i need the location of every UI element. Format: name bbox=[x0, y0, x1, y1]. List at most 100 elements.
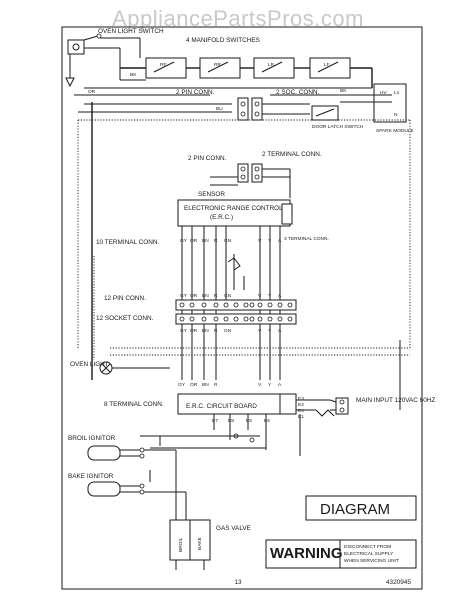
erc-circuit-board-label: E.R.C. CIRCUIT BOARD bbox=[186, 403, 257, 410]
gas-valve-label: GAS VALVE bbox=[216, 525, 251, 532]
svg-text:E1: E1 bbox=[298, 414, 304, 420]
svg-text:GY: GY bbox=[180, 293, 188, 299]
ten-terminal-conn-label: 10 TERMINAL CONN. bbox=[96, 239, 159, 246]
svg-text:OR: OR bbox=[190, 293, 198, 299]
diagram-title-box bbox=[305, 495, 417, 521]
wire-tag-bk-right: BK bbox=[340, 88, 347, 94]
warning-box bbox=[265, 539, 417, 569]
svg-text:GN: GN bbox=[224, 293, 232, 299]
svg-text:Y: Y bbox=[268, 382, 272, 388]
oven-light-switch-label: OVEN LIGHT SWITCH bbox=[98, 28, 164, 35]
wire-tag-bk-top: BK bbox=[130, 72, 137, 78]
gas-valve bbox=[169, 519, 211, 570]
oven-light-switch bbox=[65, 33, 102, 88]
svg-text:E4: E4 bbox=[298, 408, 304, 414]
bake-valve-label: BAKE bbox=[197, 537, 203, 550]
svg-text:A: A bbox=[278, 328, 282, 334]
broil-ignitor-label: BROIL IGNITOR bbox=[68, 435, 116, 442]
oven-light bbox=[99, 361, 170, 375]
svg-text:OR: OR bbox=[190, 382, 198, 388]
svg-text:GN: GN bbox=[224, 328, 232, 334]
manifold-switches-label: 4 MANIFOLD SWITCHES bbox=[186, 37, 260, 44]
page-frame bbox=[61, 26, 423, 590]
bake-ignitor-label: BAKE IGNITOR bbox=[68, 473, 114, 480]
sensor-label: SENSOR bbox=[198, 191, 225, 198]
spark-module-label: SPARK MODULE bbox=[376, 128, 414, 134]
svg-text:BN: BN bbox=[202, 238, 209, 244]
two-soc-conn-label: 2 SOC. CONN. bbox=[276, 89, 320, 96]
eight-terminal-conn-label: 8 TERMINAL CONN. bbox=[104, 401, 164, 408]
broil-ignitor bbox=[87, 436, 177, 520]
svg-text:E6: E6 bbox=[264, 418, 270, 424]
door-latch-switch-label: DOOR LATCH SWITCH bbox=[312, 124, 364, 130]
oven-light-label: OVEN LIGHT bbox=[70, 361, 109, 368]
twelve-socket-conn bbox=[175, 313, 297, 325]
svg-text:GN: GN bbox=[224, 238, 232, 244]
eight-terminal-codes: GY OR BN R V Y A bbox=[178, 382, 282, 388]
door-latch-switch bbox=[311, 105, 339, 121]
svg-text:N: N bbox=[394, 112, 398, 118]
twelve-pin-codes: GY OR BN R GN V Y A bbox=[180, 293, 282, 299]
svg-text:BN: BN bbox=[202, 293, 209, 299]
two-terminal-conn-label: 2 TERMINAL CONN. bbox=[262, 151, 322, 158]
main-input-label: MAIN INPUT 120VAC 60HZ bbox=[356, 397, 435, 404]
svg-text:OR: OR bbox=[190, 328, 198, 334]
svg-text:GY: GY bbox=[178, 382, 186, 388]
diagram-title: DIAGRAM bbox=[320, 501, 390, 518]
svg-text:A: A bbox=[278, 293, 282, 299]
main-input-terminal bbox=[329, 397, 349, 415]
manifold-switches bbox=[120, 57, 373, 88]
top-wiring bbox=[74, 37, 392, 380]
svg-text:GY: GY bbox=[180, 328, 188, 334]
twelve-pin-conn bbox=[175, 299, 297, 311]
switch-rr-label: RR bbox=[214, 62, 221, 68]
warning-text-3: WHEN SERVICING UNIT bbox=[344, 558, 399, 564]
svg-text:HV: HV bbox=[380, 90, 387, 96]
board-right-terminals: E3 E2 E4 E1 bbox=[298, 396, 304, 420]
wire-tag-ox: OR bbox=[88, 89, 96, 95]
svg-text:E8: E8 bbox=[228, 418, 234, 424]
warning-text-1: DISCONNECT FROM bbox=[344, 544, 391, 550]
twelve-pin-conn-label: 12 PIN CONN. bbox=[104, 295, 146, 302]
svg-text:V: V bbox=[258, 293, 262, 299]
erc-circuit-board bbox=[177, 393, 297, 415]
svg-text:Y: Y bbox=[268, 293, 272, 299]
three-terminal-conn-label: 3 TERMINAL CONN. bbox=[284, 236, 329, 242]
svg-text:V: V bbox=[258, 382, 262, 388]
two-pin-conn-label-b: 2 PIN CONN. bbox=[188, 155, 227, 162]
svg-text:V: V bbox=[258, 328, 262, 334]
twelve-socket-codes: GY OR BN R GN V Y A bbox=[180, 328, 282, 334]
switch-rf-label: RF bbox=[160, 62, 166, 68]
svg-text:A: A bbox=[278, 382, 282, 388]
switch-lr-label: LR bbox=[268, 62, 275, 68]
svg-text:BN: BN bbox=[202, 382, 209, 388]
page-number: 13 bbox=[234, 579, 242, 586]
switch-lf-label: LF bbox=[324, 62, 330, 68]
warning-title: WARNING bbox=[270, 545, 343, 562]
board-bottom-terminals: E7 E8 E5 E6 bbox=[212, 418, 270, 424]
part-number: 4320945 bbox=[386, 579, 411, 586]
svg-text:E5: E5 bbox=[246, 418, 252, 424]
svg-text:E7: E7 bbox=[212, 418, 218, 424]
svg-text:E2: E2 bbox=[298, 402, 304, 408]
wire-tag-bu: BU bbox=[216, 106, 223, 112]
svg-text:E3: E3 bbox=[298, 396, 304, 402]
sensor-connector bbox=[210, 163, 291, 198]
svg-text:R: R bbox=[214, 328, 218, 334]
svg-text:Y: Y bbox=[268, 328, 272, 334]
spark-module: HV L1 N bbox=[373, 83, 407, 123]
svg-text:R: R bbox=[214, 293, 218, 299]
two-pin-conn-a bbox=[237, 97, 310, 121]
broil-valve-label: BROIL bbox=[178, 537, 184, 552]
two-pin-conn-label-a: 2 PIN CONN. bbox=[176, 89, 215, 96]
erc-title: ELECTRONIC RANGE CONTROL bbox=[184, 205, 283, 212]
erc-abbr: (E.R.C.) bbox=[210, 214, 233, 221]
bake-ignitor bbox=[87, 470, 187, 520]
svg-text:R: R bbox=[214, 382, 218, 388]
mid-harness bbox=[110, 340, 410, 410]
warning-text-2: ELECTRICAL SUPPLY bbox=[344, 551, 394, 557]
svg-text:GY: GY bbox=[180, 238, 188, 244]
svg-text:L1: L1 bbox=[394, 90, 400, 96]
ten-terminal-codes: GY OR BN R GN V Y A bbox=[180, 238, 282, 244]
